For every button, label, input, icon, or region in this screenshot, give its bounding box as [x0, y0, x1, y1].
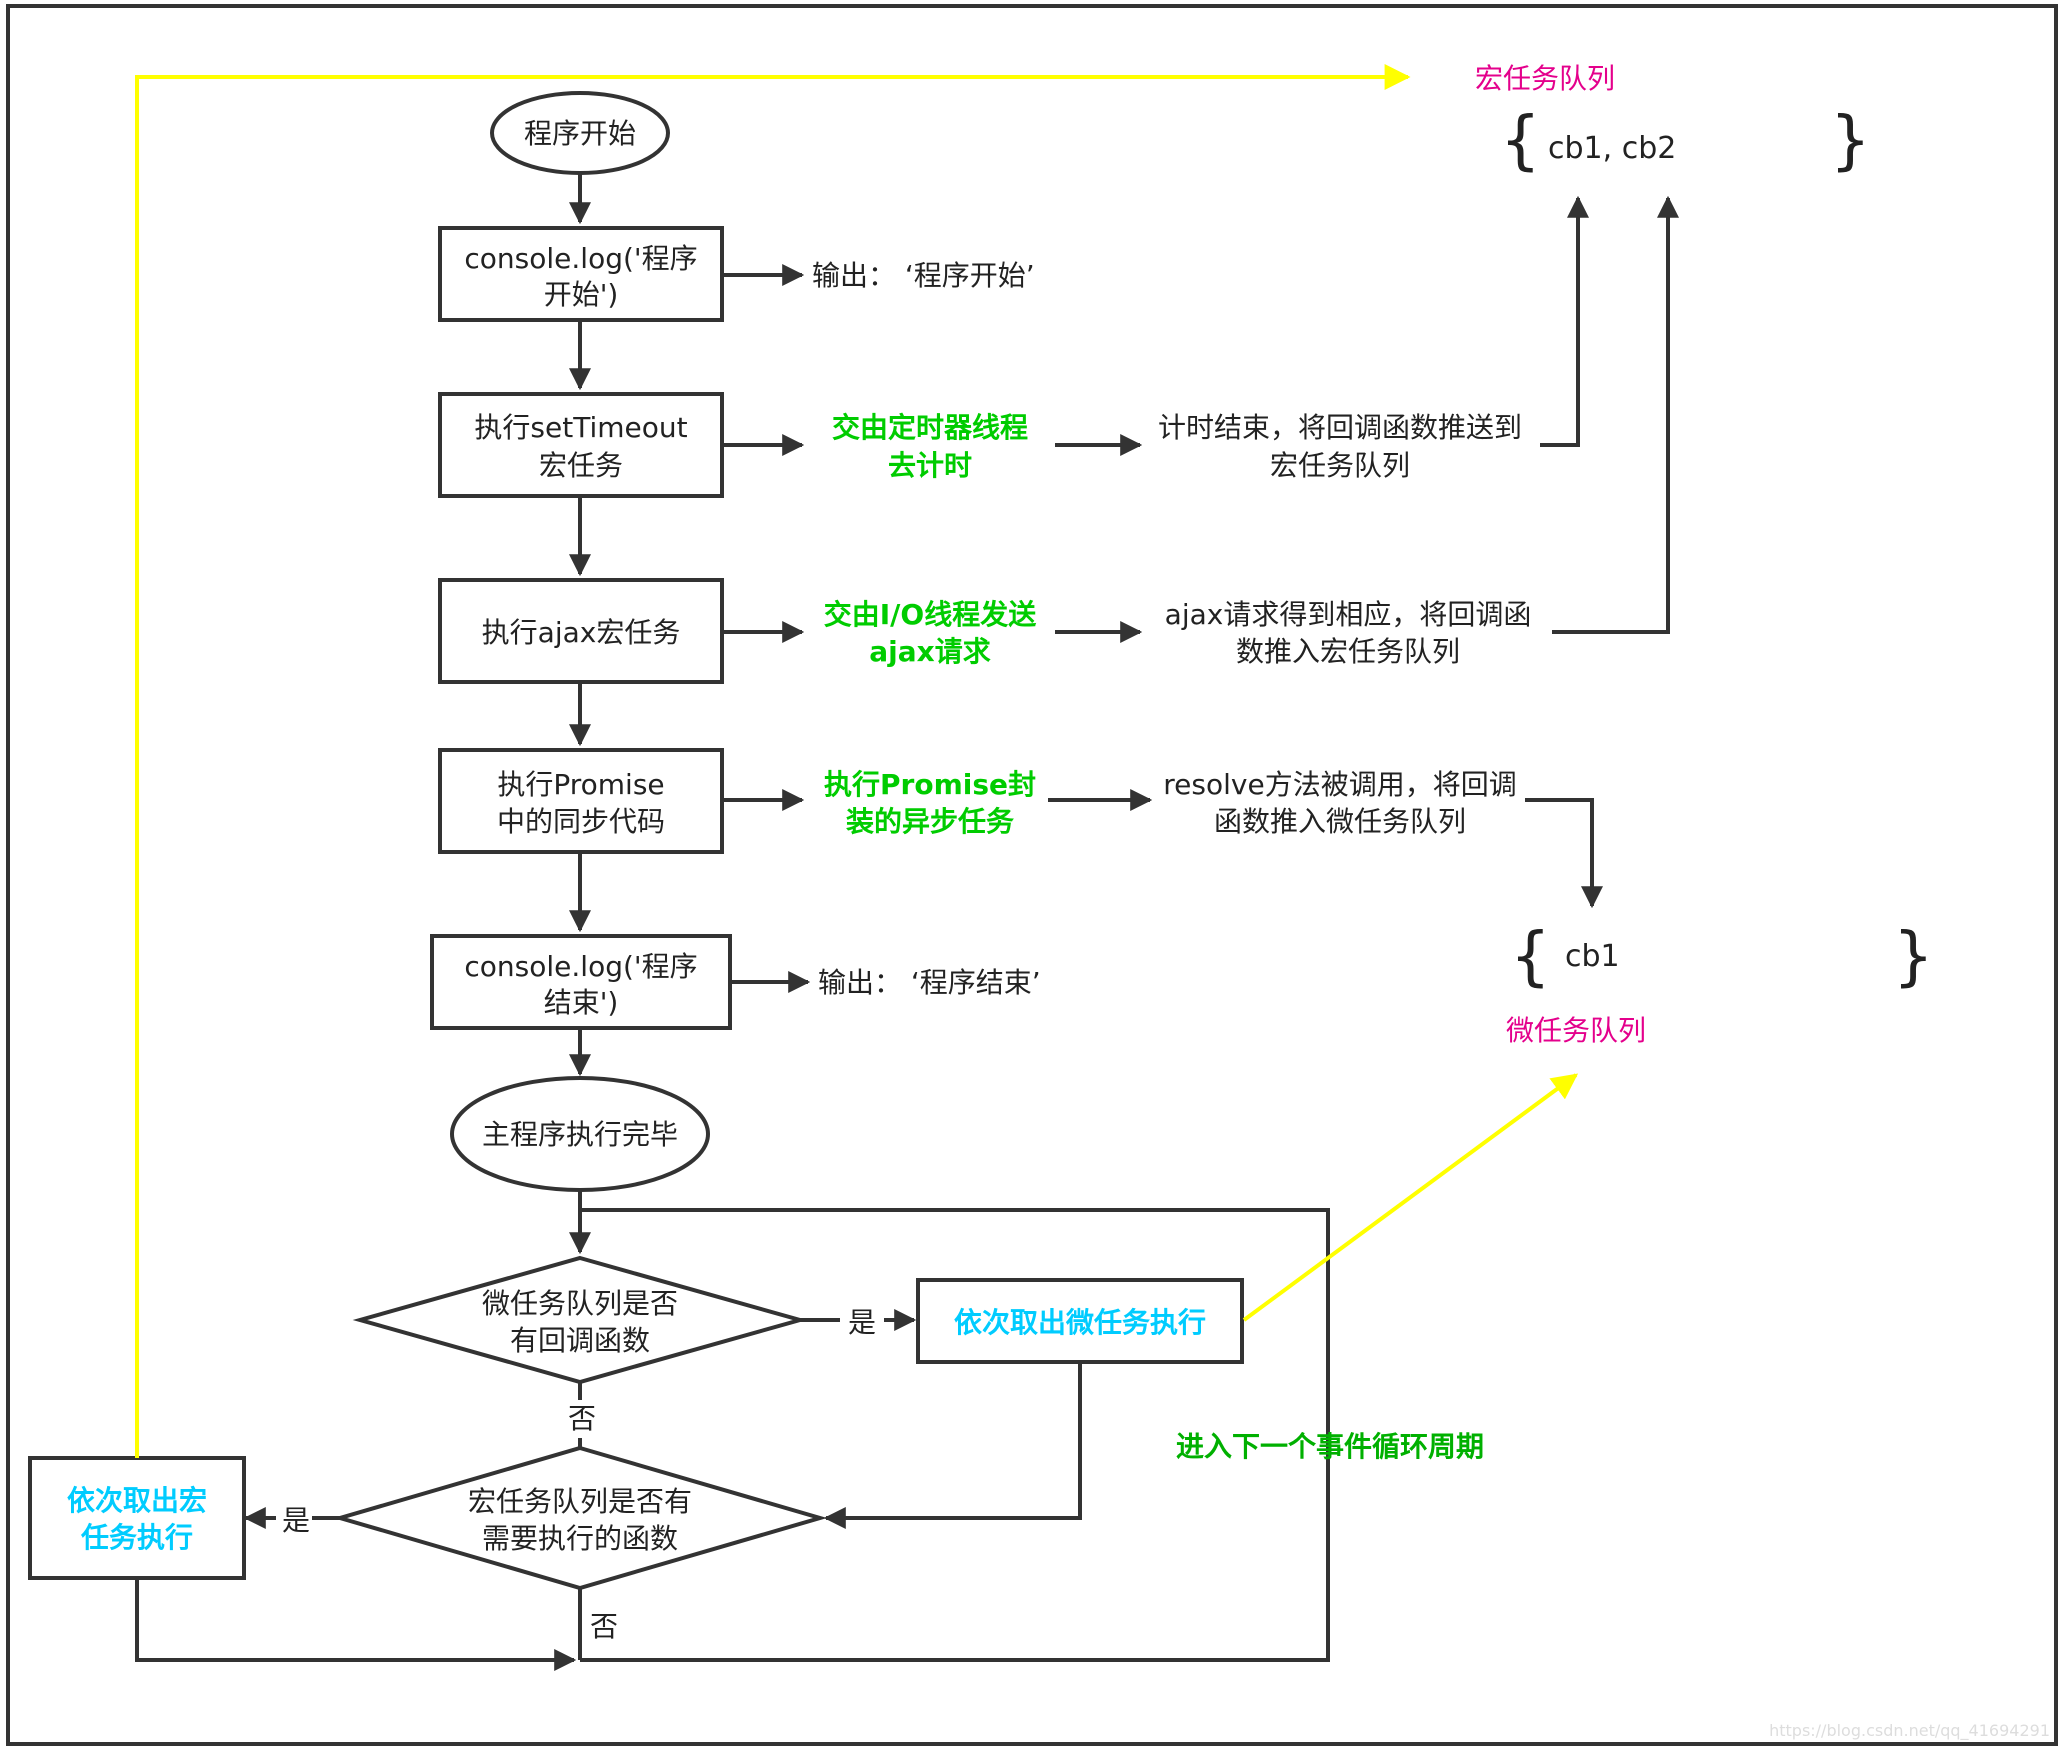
outer-frame	[6, 4, 2058, 1746]
main-done-label: 主程序执行完毕	[482, 1118, 678, 1151]
promise-async-line2: 装的异步任务	[846, 805, 1014, 838]
resolve-line2: 函数推入微任务队列	[1214, 805, 1466, 838]
resolve-line1: resolve方法被调用，将回调	[1163, 768, 1516, 801]
arrow-micro-exec-to-macro-check	[823, 1362, 1082, 1529]
macro-check-node	[332, 1445, 828, 1591]
ajax-done-line2: 数推入宏任务队列	[1236, 635, 1460, 668]
micro-queue-items: cb1	[1565, 939, 1620, 974]
timer-line2: 去计时	[888, 449, 972, 482]
settimeout-line2: 宏任务	[539, 449, 623, 482]
loop-frame	[580, 1208, 1330, 1662]
macro-queue-title: 宏任务队列	[1475, 62, 1615, 95]
macro-queue-items: cb1, cb2	[1548, 131, 1676, 166]
micro-queue-brace-close: }	[1893, 920, 1934, 994]
io-line2: ajax请求	[869, 635, 990, 668]
no2-label: 否	[590, 1610, 618, 1643]
timer-line1: 交由定时器线程	[832, 411, 1028, 444]
micro-exec-label: 依次取出微任务执行	[954, 1306, 1206, 1339]
yellow-arrow-to-micro-queue	[1242, 1073, 1579, 1322]
arrow-to-macro-cb2	[1552, 195, 1679, 634]
promise-line1: 执行Promise	[497, 768, 664, 801]
promise-async-line1: 执行Promise封	[824, 768, 1036, 801]
io-line1: 交由I/O线程发送	[824, 598, 1036, 631]
micro-check-node	[352, 1255, 808, 1385]
output-start: 输出： ‘程序开始’	[812, 259, 1035, 292]
arrow-macro-exec-to-loop	[135, 1578, 577, 1671]
yes1-label: 是	[848, 1306, 876, 1339]
micro-queue-title: 微任务队列	[1506, 1014, 1646, 1047]
log-start-node	[438, 226, 724, 322]
macro-check-line1: 宏任务队列是否有	[468, 1485, 692, 1518]
yes2-label: 是	[282, 1504, 310, 1537]
settimeout-node	[438, 392, 724, 498]
ajax-label: 执行ajax宏任务	[482, 616, 681, 649]
micro-exec-node	[916, 1278, 1244, 1364]
yellow-arrow-to-macro-queue	[135, 64, 1411, 1458]
start-node	[490, 91, 670, 175]
macro-exec-line1: 依次取出宏	[67, 1484, 207, 1517]
output-end: 输出： ‘程序结束’	[818, 966, 1041, 999]
timer-done-line1: 计时结束，将回调函数推送到	[1158, 411, 1522, 444]
macro-exec-line2: 任务执行	[80, 1521, 193, 1554]
arrow-to-macro-cb1	[1540, 195, 1589, 447]
next-loop-label: 进入下一个事件循环周期	[1176, 1430, 1484, 1463]
macro-queue-brace-open: {	[1500, 104, 1541, 178]
start-node-label: 程序开始	[524, 117, 636, 150]
log-end-line2: 结束')	[544, 986, 619, 1019]
log-start-line1: console.log('程序	[464, 242, 697, 275]
log-start-line2: 开始')	[544, 278, 619, 311]
settimeout-line1: 执行setTimeout	[474, 411, 687, 444]
promise-line2: 中的同步代码	[497, 805, 665, 838]
macro-check-line2: 需要执行的函数	[482, 1522, 678, 1555]
watermark: https://blog.csdn.net/qq_41694291	[1769, 1721, 2050, 1741]
micro-queue-brace-open: {	[1510, 920, 1551, 994]
log-end-line1: console.log('程序	[464, 950, 697, 983]
no1-label: 否	[568, 1402, 596, 1435]
arrow-to-micro-cb1	[1525, 798, 1603, 909]
micro-check-line1: 微任务队列是否	[482, 1287, 678, 1320]
timer-done-line2: 宏任务队列	[1270, 449, 1410, 482]
micro-check-line2: 有回调函数	[510, 1324, 650, 1357]
ajax-done-line1: ajax请求得到相应，将回调函	[1165, 598, 1532, 631]
macro-exec-node	[28, 1456, 246, 1580]
macro-queue-brace-close: }	[1830, 104, 1871, 178]
